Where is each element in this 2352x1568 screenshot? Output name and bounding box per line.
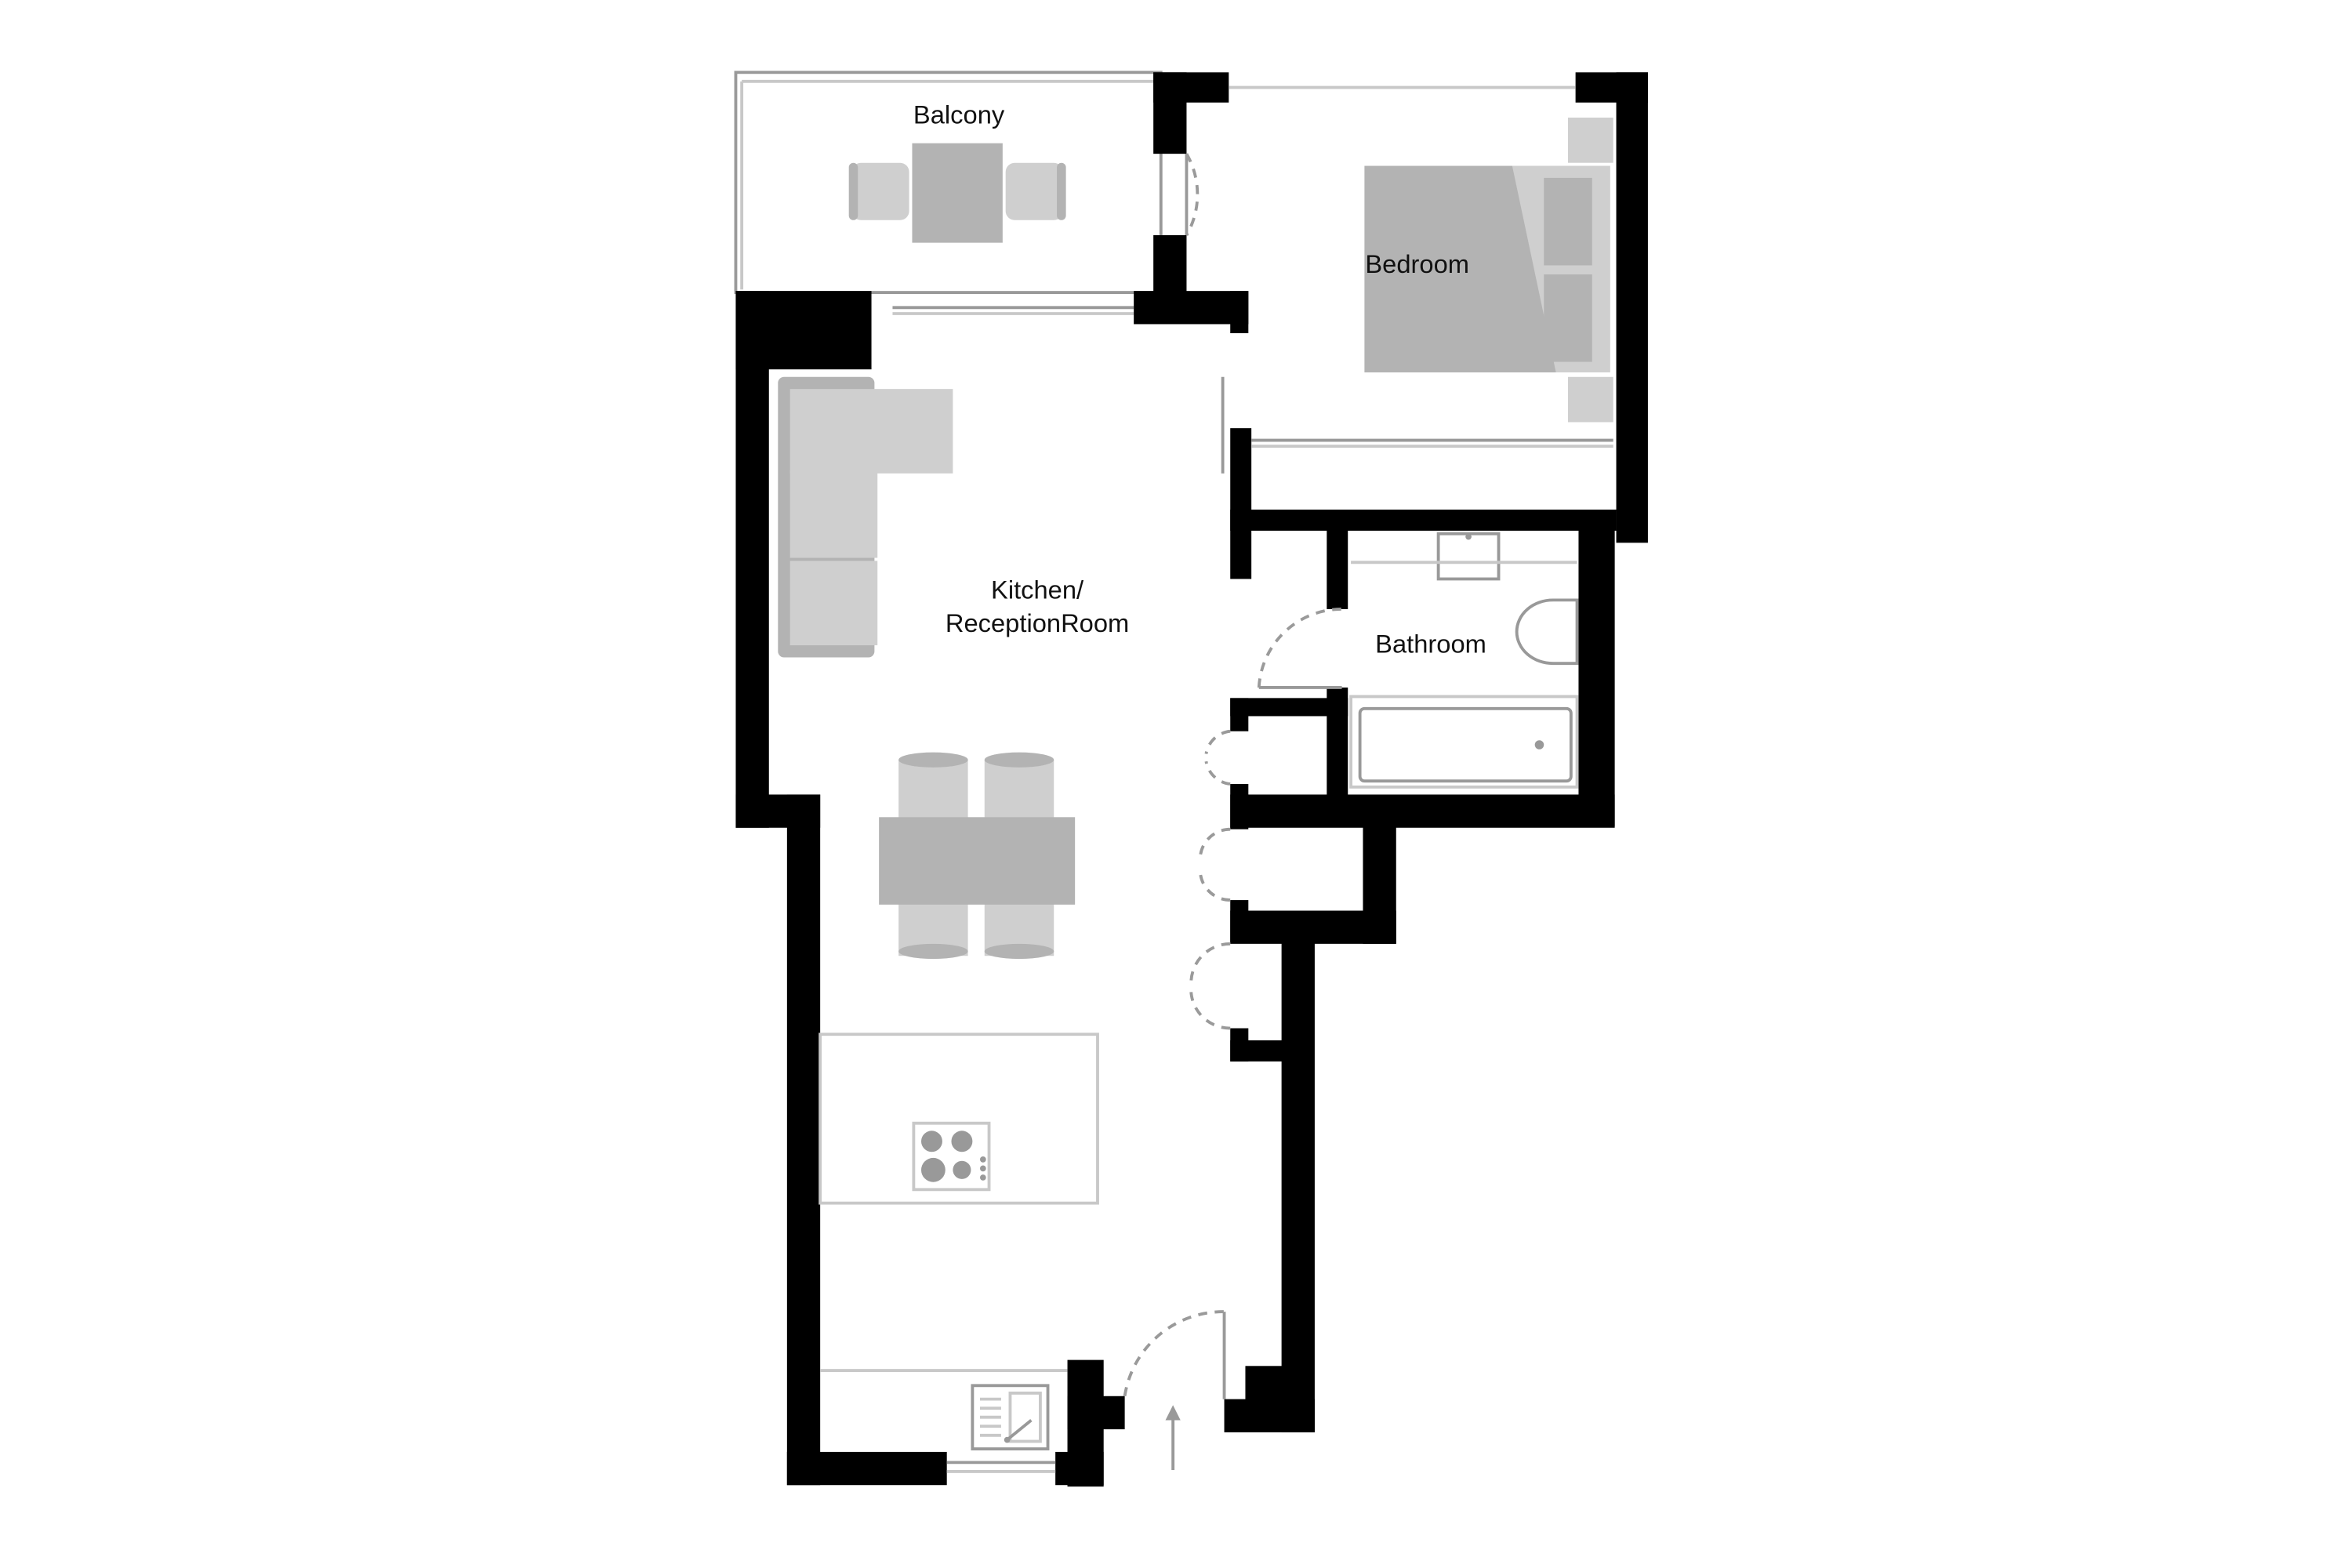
kitchen-label-line1: Kitchen/ [991,575,1084,604]
entrance-arrow-head [1165,1405,1181,1421]
balcony-chair-left [851,162,909,220]
balcony-table [912,143,1003,243]
toilet [1515,598,1579,666]
sofa-seat-bottom [789,561,878,646]
hob-ring-4 [953,1160,971,1179]
dining-table [879,817,1076,905]
pillow-top [1544,177,1592,266]
bedroom-label: Bedroom [1365,249,1469,278]
balcony-chair-right [1005,162,1063,220]
nightstand-top [1568,118,1613,163]
walls [735,72,1648,1487]
pillow-bottom [1544,274,1592,362]
cupboard-door-3 [1189,942,1231,1030]
cupboard-door-2 [1198,827,1231,902]
balcony-door-swing [1185,153,1200,236]
cupboard-door-1 [1204,729,1231,786]
entrance-door-swing [1123,1310,1225,1397]
balcony-chair-left-back [848,162,858,220]
bathroom-fixtures [1349,532,1579,789]
sofa-chaise [789,389,953,474]
dining-chair-4-back [984,943,1054,960]
dining-chair-1-back [898,752,968,768]
bathroom-label: Bathroom [1375,630,1486,659]
bathroom-door-swing [1257,607,1342,688]
bathtub-drain [1534,740,1544,750]
hob-ring-1 [921,1131,942,1152]
kitchen-island [818,1033,1099,1205]
sofa-seat-top [789,470,878,558]
bathtub-inner [1358,706,1573,783]
dining-chair-3-back [898,943,968,960]
kitchen-sink [971,1384,1050,1451]
kitchen-sink-bowl [1008,1392,1042,1443]
balcony-label: Balcony [913,100,1005,129]
living-furniture [778,376,1099,1451]
balcony-area [734,71,1163,315]
balcony-railing [734,71,1163,294]
nightstand-bottom [1568,376,1613,423]
hob-ring-2 [951,1131,973,1152]
kitchen-label-line2: ReceptionRoom [946,608,1129,637]
bathroom-sink [1436,532,1501,581]
balcony-chair-right-back [1057,162,1066,220]
hob-ring-3 [921,1157,946,1182]
bedroom-furniture [1229,85,1613,448]
dining-chair-2-back [984,752,1054,768]
doors [1123,153,1342,1470]
hob [912,1121,991,1192]
bathtub [1349,695,1579,789]
